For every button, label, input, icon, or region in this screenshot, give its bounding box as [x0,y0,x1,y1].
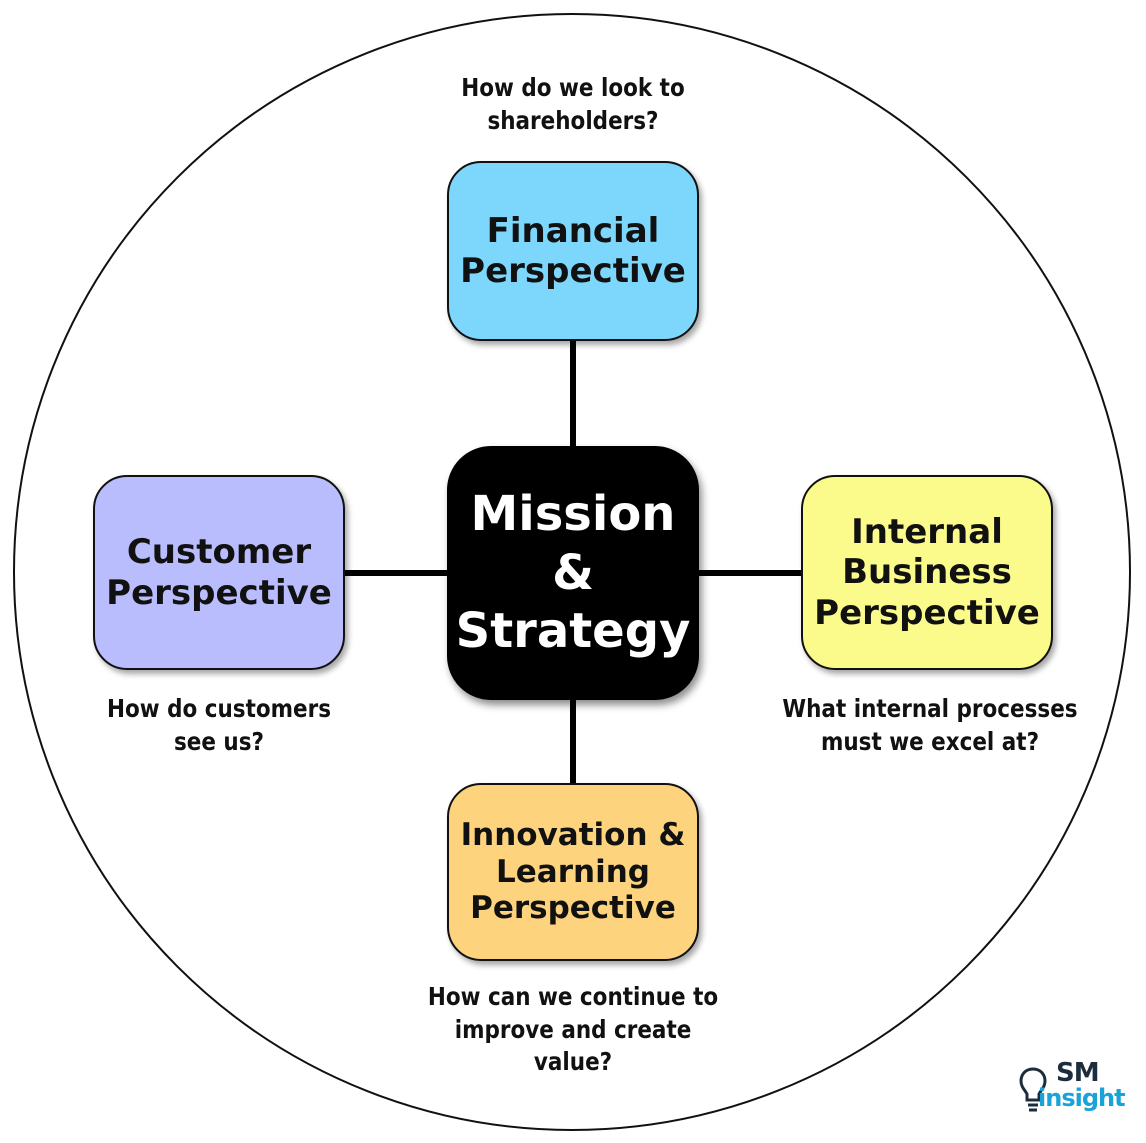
box-label-line: Perspective [814,592,1040,633]
financial-perspective-box: Financial Perspective [447,161,699,341]
question-line: How do customers [106,694,332,723]
question-line: What internal processes [782,694,1078,723]
logo-text-insight: insight [1038,1084,1126,1112]
sm-insight-logo: SM insight [1018,1058,1128,1120]
internal-business-perspective-box: Internal Business Perspective [801,475,1053,670]
box-label-line: Learning [496,853,650,890]
box-label-line: Perspective [106,572,332,613]
question-customer: How do customers see us? [90,693,348,758]
box-label: Internal Business Perspective [814,512,1040,632]
center-label: Mission & Strategy [456,485,691,661]
box-label-line: Perspective [460,251,686,291]
box-label-line: Financial [486,210,660,251]
box-label-line: Internal [851,512,1003,553]
box-label-line: Perspective [470,890,676,927]
question-line: see us? [173,726,265,756]
question-line: How do we look to [461,73,685,102]
question-line: improve and create value? [454,1014,692,1077]
question-line: must we excel at? [820,726,1040,756]
box-label-line: Business [842,552,1012,593]
lightbulb-icon [1019,1067,1047,1112]
box-label: Innovation & Learning Perspective [461,817,686,927]
center-label-line: Mission [470,486,676,543]
question-line: How can we continue to [427,982,719,1011]
mission-strategy-box: Mission & Strategy [447,446,699,700]
logo-text-sm: SM [1056,1058,1100,1088]
customer-perspective-box: Customer Perspective [93,475,345,670]
question-internal: What internal processes must we excel at… [775,693,1085,758]
center-label-line: & [552,544,594,601]
box-label: Customer Perspective [106,532,332,612]
question-financial: How do we look to shareholders? [435,72,710,137]
question-innovation: How can we continue to improve and creat… [417,981,728,1079]
center-label-line: Strategy [455,603,691,660]
box-label-line: Customer [126,532,312,573]
box-label: Financial Perspective [460,211,686,291]
question-line: shareholders? [487,105,659,135]
innovation-learning-perspective-box: Innovation & Learning Perspective [447,783,699,961]
box-label-line: Innovation & [460,817,686,854]
